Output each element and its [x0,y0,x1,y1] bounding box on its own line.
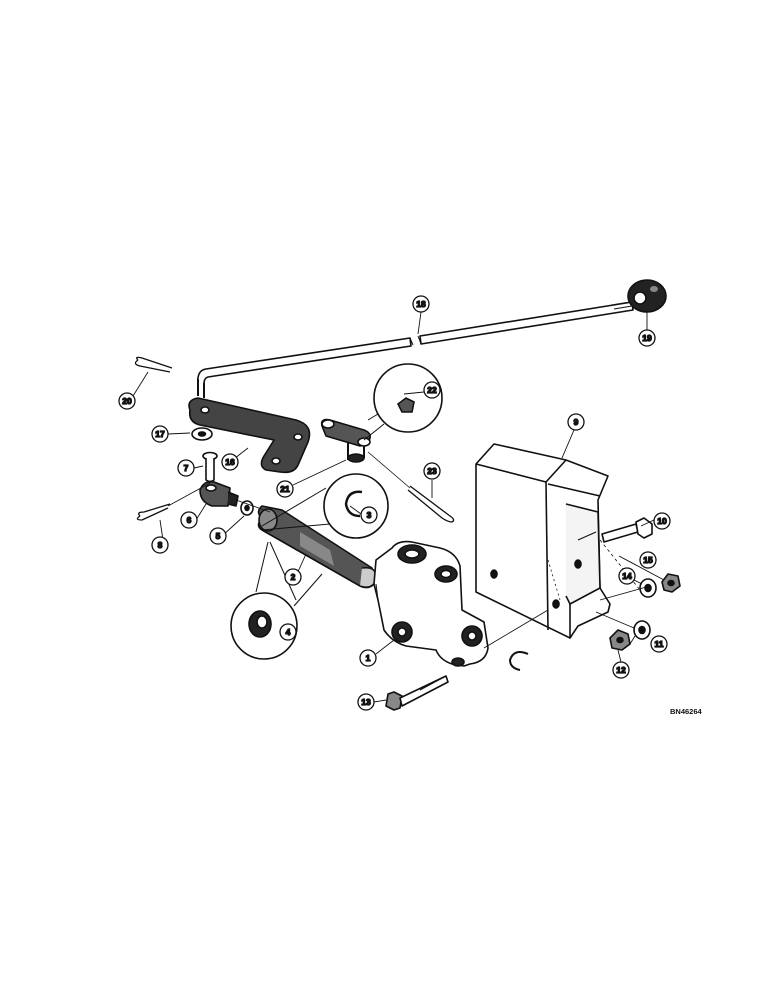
callout-23: 23 [423,462,441,480]
part-knob [627,279,667,313]
part-washer-14 [639,578,657,598]
callout-1: 1 [359,649,377,667]
part-lock-washer [240,500,254,516]
part-bolt-10 [601,517,653,543]
svg-text:17: 17 [155,429,165,439]
callout-16: 16 [221,453,239,471]
detail-circle-3 [261,473,389,539]
part-cotter-pin-23 [407,485,455,523]
svg-text:21: 21 [280,484,290,494]
callout-15: 15 [639,551,657,569]
part-cotter-pin-20 [134,356,173,373]
part-valve-spool [257,505,378,589]
callout-3: 3 [360,506,378,524]
svg-text:8: 8 [158,540,163,550]
svg-text:15: 15 [643,555,653,565]
part-nut-15 [661,573,681,593]
part-pin [202,451,218,483]
detail-circle-4 [230,541,323,660]
svg-text:4: 4 [286,627,291,637]
drawing-code: BN46264 [670,707,703,716]
svg-text:20: 20 [122,396,132,406]
callout-6: 6 [180,511,198,529]
svg-text:7: 7 [184,463,189,473]
assembly-lines [167,451,651,649]
svg-text:11: 11 [655,639,664,649]
callout-8: 8 [151,536,169,554]
callout-5: 5 [209,527,227,545]
part-snap-ring [509,651,529,671]
callout-4: 4 [279,623,297,641]
svg-text:9: 9 [574,417,579,427]
callout-13: 13 [357,693,375,711]
callout-19: 19 [638,329,656,347]
svg-text:2: 2 [291,572,296,582]
svg-text:10: 10 [657,516,667,526]
callout-12: 12 [612,661,630,679]
part-control-rod [197,301,634,398]
svg-text:19: 19 [642,333,652,343]
callout-10: 10 [653,512,671,530]
callout-21: 21 [276,480,294,498]
part-link-assembly [320,418,372,463]
part-bolt-13 [385,675,449,711]
callout-9: 9 [567,413,585,431]
part-clevis [199,480,239,507]
callout-7: 7 [177,459,195,477]
part-mounting-bracket [475,443,611,639]
svg-text:14: 14 [622,571,632,581]
part-cotter-pin-8 [136,503,171,521]
svg-text:13: 13 [361,697,371,707]
svg-text:18: 18 [416,299,426,309]
callout-22: 22 [423,381,441,399]
part-lever-plate [188,397,311,474]
svg-text:16: 16 [225,457,235,467]
callout-11: 11 [650,635,668,653]
part-valve-body [373,540,489,667]
svg-text:1: 1 [366,653,371,663]
callout-18: 18 [412,295,430,313]
callout-17: 17 [151,425,169,443]
callout-20: 20 [118,392,136,410]
callouts: 18 19 20 22 17 16 7 21 23 9 6 5 8 3 10 2… [118,295,671,711]
svg-text:23: 23 [427,466,437,476]
svg-text:5: 5 [216,531,221,541]
detail-circle-22 [363,363,443,441]
callout-14: 14 [618,567,636,585]
svg-text:12: 12 [616,665,626,675]
part-washer-17 [191,427,213,441]
svg-text:3: 3 [367,510,372,520]
svg-text:22: 22 [427,385,437,395]
callout-2: 2 [284,568,302,586]
svg-text:6: 6 [187,515,192,525]
part-nut-12 [609,629,631,651]
part-washer-11 [633,620,651,640]
parts [134,279,681,711]
